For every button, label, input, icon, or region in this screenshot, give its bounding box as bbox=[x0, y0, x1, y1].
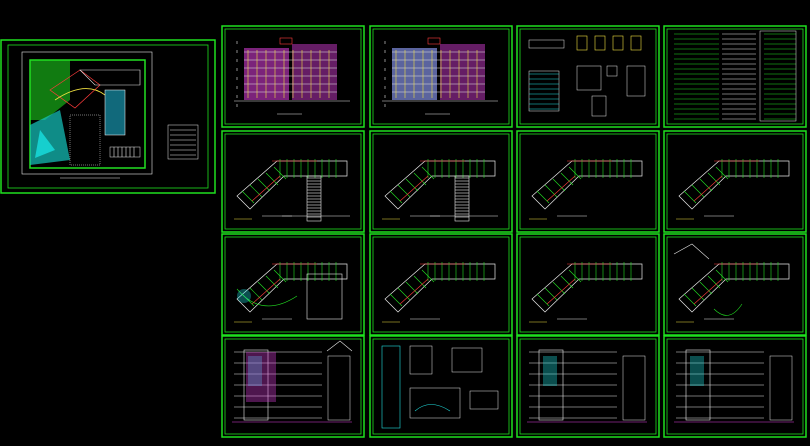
sheet-drawing bbox=[382, 37, 498, 115]
site-plan-drawing bbox=[21, 51, 153, 179]
sheet-plan-1[interactable] bbox=[221, 130, 365, 233]
sheet-drawing bbox=[234, 262, 348, 323]
sheet-plan-4[interactable] bbox=[663, 130, 807, 233]
sheet-plan-3[interactable] bbox=[516, 130, 660, 233]
sheet-section-1[interactable] bbox=[221, 335, 365, 438]
sheet-drawing bbox=[676, 159, 790, 220]
sheet-section-2[interactable] bbox=[516, 335, 660, 438]
sheet-drawing bbox=[381, 345, 499, 429]
sheet-details-1[interactable] bbox=[516, 25, 660, 128]
sheet-elevation-1[interactable] bbox=[221, 25, 365, 128]
sheet-drawing bbox=[528, 35, 646, 117]
sheet-drawing bbox=[234, 159, 350, 222]
sheet-details-2[interactable] bbox=[369, 335, 513, 438]
sheet-plan-2[interactable] bbox=[369, 130, 513, 233]
sheet-drawing bbox=[382, 262, 496, 323]
sheet-notes[interactable] bbox=[663, 25, 807, 128]
sheet-plan-8[interactable] bbox=[663, 233, 807, 336]
sheet-drawing bbox=[673, 243, 790, 323]
sheet-drawing bbox=[234, 37, 350, 115]
sheet-drawing bbox=[382, 159, 498, 222]
sheet-drawing bbox=[529, 262, 643, 323]
sheet-plan-6[interactable] bbox=[369, 233, 513, 336]
sheet-plan-5[interactable] bbox=[221, 233, 365, 336]
sheet-drawing bbox=[529, 159, 643, 220]
site-plan-legend bbox=[167, 124, 199, 160]
sheet-plan-7[interactable] bbox=[516, 233, 660, 336]
sheet-site-plan[interactable] bbox=[0, 39, 216, 194]
sheet-drawing bbox=[674, 30, 797, 122]
sheet-elevation-2[interactable] bbox=[369, 25, 513, 128]
sheet-drawing bbox=[527, 349, 647, 423]
sheet-drawing bbox=[232, 340, 353, 423]
sheet-drawing bbox=[674, 349, 794, 423]
sheet-section-3[interactable] bbox=[663, 335, 807, 438]
